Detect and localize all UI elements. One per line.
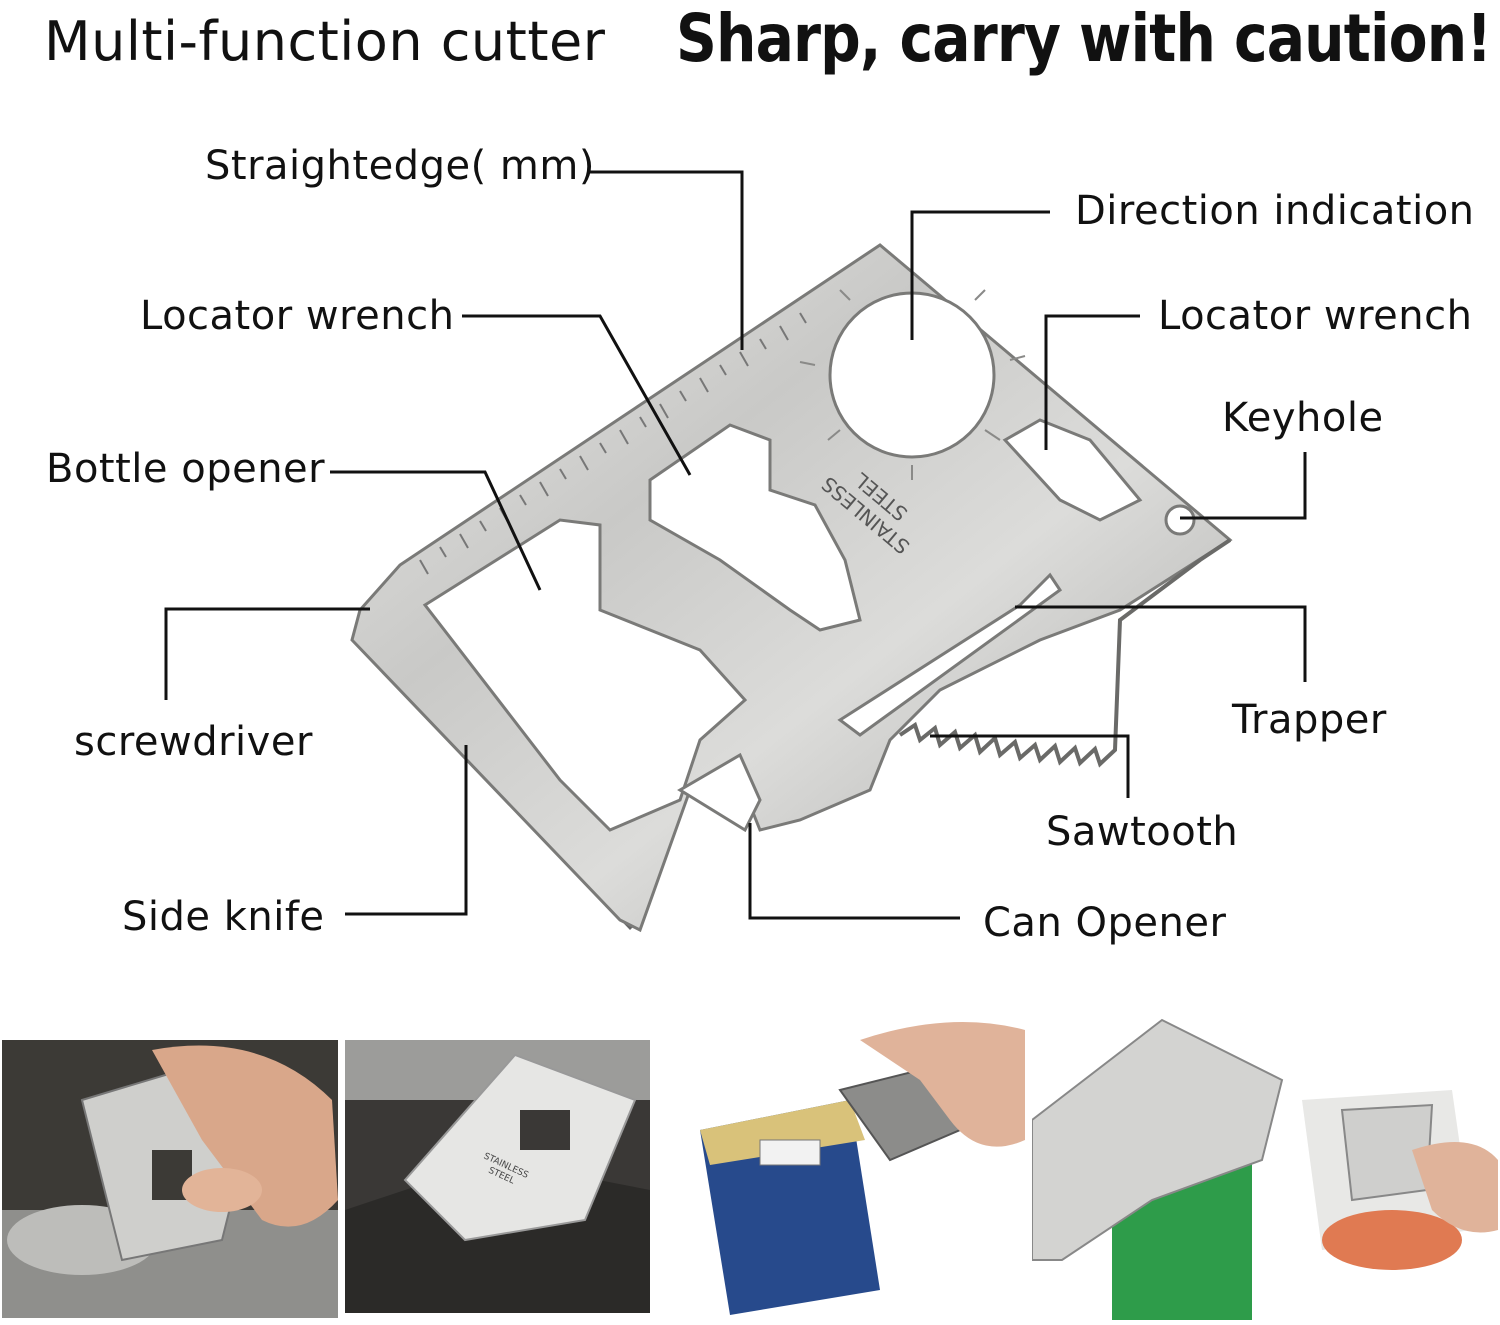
leader-lines [164,170,1307,920]
sawtooth-edge [898,538,1232,768]
label-can-opener: Can Opener [983,900,1227,946]
label-trapper: Trapper [1232,697,1387,743]
can-opener-notch [677,752,762,833]
label-direction-indication: Direction indication [1075,188,1475,234]
photo-can-opener [690,1000,1025,1322]
multitool-diagram: STAINLESS STEEL [164,170,1307,933]
keyhole-hole [1164,504,1196,536]
screwdriver-leader [164,607,370,700]
trapper-slot [837,572,1063,737]
photo-wallet: STAINLESS STEEL [345,1040,650,1313]
label-bottle-opener: Bottle opener [46,446,326,492]
photo-bottle-opener [1032,1000,1498,1320]
photo-flask-use [2,1040,338,1318]
locator-wrench-left-slot [648,423,862,632]
keyhole-leader [1180,452,1307,520]
label-locator-wrench-left: Locator wrench [140,293,455,339]
label-keyhole: Keyhole [1222,395,1384,441]
multitool-card: STAINLESS STEEL [350,243,1233,933]
label-sawtooth: Sawtooth [1046,809,1239,855]
bottle-opener-leader [330,470,542,591]
trapper-leader [1015,605,1307,682]
side-knife-leader [345,745,468,916]
locator-wrench-right-slot [1002,418,1143,522]
label-locator-wrench-right: Locator wrench [1158,293,1473,339]
warning-heading: Sharp, carry with caution! [676,0,1492,77]
can-opener-leader [748,823,960,920]
locator-left-leader [462,314,692,476]
sawtooth-leader [930,734,1130,798]
bottle-opener-hole [422,518,748,832]
locator-right-leader [1044,314,1140,450]
label-screwdriver: screwdriver [74,719,313,765]
direction-leader [910,210,1050,340]
straightedge-leader [588,170,744,350]
label-straightedge: Straightedge( mm) [205,143,595,189]
page-title: Multi-function cutter [44,10,606,73]
label-side-knife: Side knife [122,894,325,940]
